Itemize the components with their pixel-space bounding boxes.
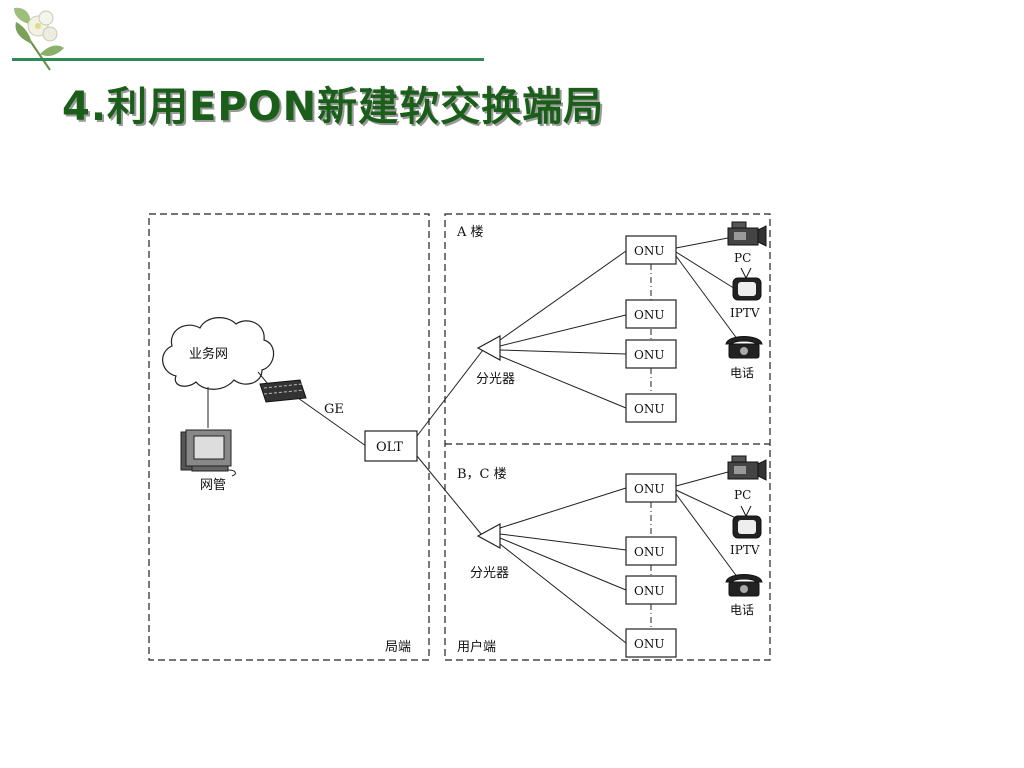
flower-logo bbox=[14, 7, 64, 71]
onu-b3-label: ONU bbox=[634, 584, 664, 598]
phone-label-a: 电话 bbox=[730, 366, 754, 380]
onu-a3-label: ONU bbox=[634, 348, 664, 362]
firewall-icon bbox=[259, 379, 307, 403]
splitter-bc-icon bbox=[476, 522, 501, 550]
onu-b3: ONU bbox=[625, 575, 677, 605]
onu-a1: ONU bbox=[625, 235, 677, 265]
tv-icon-a bbox=[732, 267, 762, 301]
iptv-label-bc: IPTV bbox=[730, 543, 760, 557]
onu-a2-label: ONU bbox=[634, 308, 664, 322]
pc-label-a: PC bbox=[734, 251, 751, 265]
splitter-a-label: 分光器 bbox=[476, 372, 515, 387]
onu-a4: ONU bbox=[625, 393, 677, 423]
building-a-label: A 楼 bbox=[456, 225, 484, 240]
ge-link bbox=[297, 397, 367, 447]
tv-icon-bc bbox=[732, 505, 762, 539]
management-label: 网管 bbox=[200, 478, 226, 493]
pc-icon-bc bbox=[727, 455, 767, 481]
service-network-cloud bbox=[162, 317, 275, 390]
splitter-bc-label: 分光器 bbox=[470, 566, 509, 581]
iptv-label-a: IPTV bbox=[730, 306, 760, 320]
ge-label: GE bbox=[324, 402, 344, 417]
onu-b2-label: ONU bbox=[634, 545, 664, 559]
central-office-label: 局端 bbox=[385, 640, 411, 655]
phone-icon-bc bbox=[725, 574, 763, 597]
onu-a3: ONU bbox=[625, 339, 677, 369]
building-bc-label: B，C 楼 bbox=[457, 467, 507, 482]
onu-a2: ONU bbox=[625, 299, 677, 329]
splitter-a-icon bbox=[476, 334, 501, 362]
title-divider bbox=[12, 58, 484, 61]
onu-b1-label: ONU bbox=[634, 482, 664, 496]
olt-box bbox=[364, 430, 418, 462]
onu-b1: ONU bbox=[625, 473, 677, 503]
onu-a1-label: ONU bbox=[634, 244, 664, 258]
phone-label-bc: 电话 bbox=[730, 603, 754, 617]
onu-b2: ONU bbox=[625, 536, 677, 566]
slide-title: 4.利用EPON新建软交换端局 bbox=[62, 84, 605, 130]
pc-label-bc: PC bbox=[734, 488, 751, 502]
onu-a4-label: ONU bbox=[634, 402, 664, 416]
user-side-region bbox=[444, 213, 771, 661]
onu-b4: ONU bbox=[625, 628, 677, 658]
service-network-label: 业务网 bbox=[189, 346, 228, 362]
phone-icon-a bbox=[725, 336, 763, 359]
pc-icon-a bbox=[727, 221, 767, 247]
onu-b4-label: ONU bbox=[634, 637, 664, 651]
user-side-label: 用户端 bbox=[457, 639, 496, 655]
olt-label: OLT bbox=[376, 440, 403, 455]
management-terminal-icon bbox=[180, 429, 236, 477]
